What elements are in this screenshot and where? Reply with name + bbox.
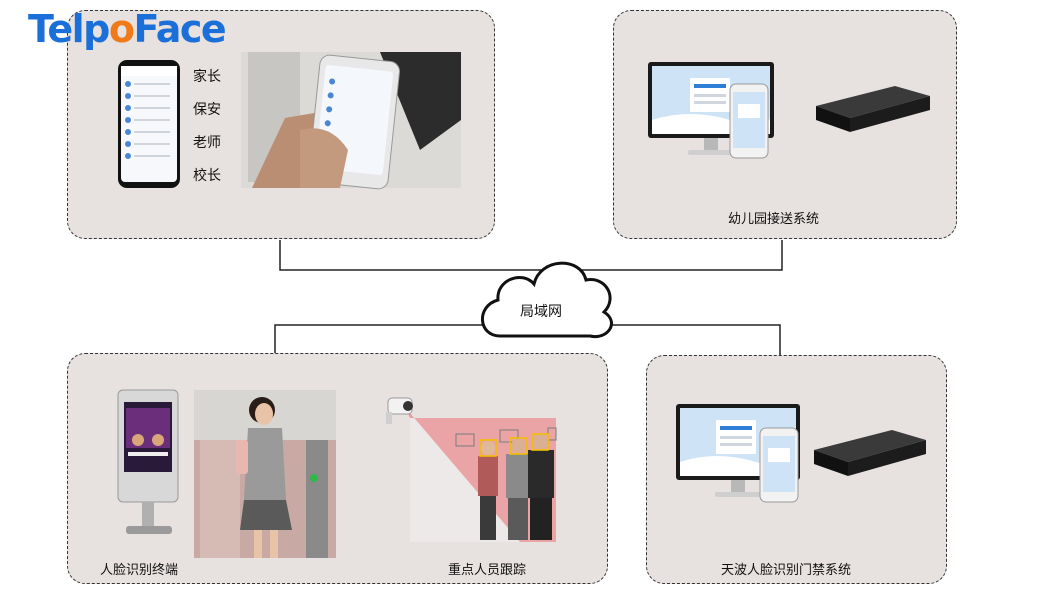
person-figure (506, 439, 530, 540)
tablet-phone-icon (729, 83, 769, 159)
role-guard: 保安 (193, 102, 221, 118)
person-figure (528, 434, 554, 540)
tracking-label: 重点人员跟踪 (448, 563, 527, 578)
lan-label: 局域网 (520, 304, 562, 320)
tablet-phone-icon (759, 427, 799, 503)
kindergarten-system-label: 幼儿园接送系统 (728, 212, 820, 227)
server-box-icon (814, 430, 926, 476)
role-principal: 校长 (193, 168, 221, 184)
role-teacher: 老师 (193, 135, 221, 151)
security-camera-icon (386, 397, 413, 424)
access-system-label: 天波人脸识别门禁系统 (721, 563, 852, 578)
person-figure (478, 441, 498, 540)
role-parent: 家长 (193, 69, 221, 85)
face-terminal-label: 人脸识别终端 (100, 563, 179, 578)
server-box-icon (816, 86, 930, 132)
telpoface-logo: TelpoFace (28, 7, 227, 51)
